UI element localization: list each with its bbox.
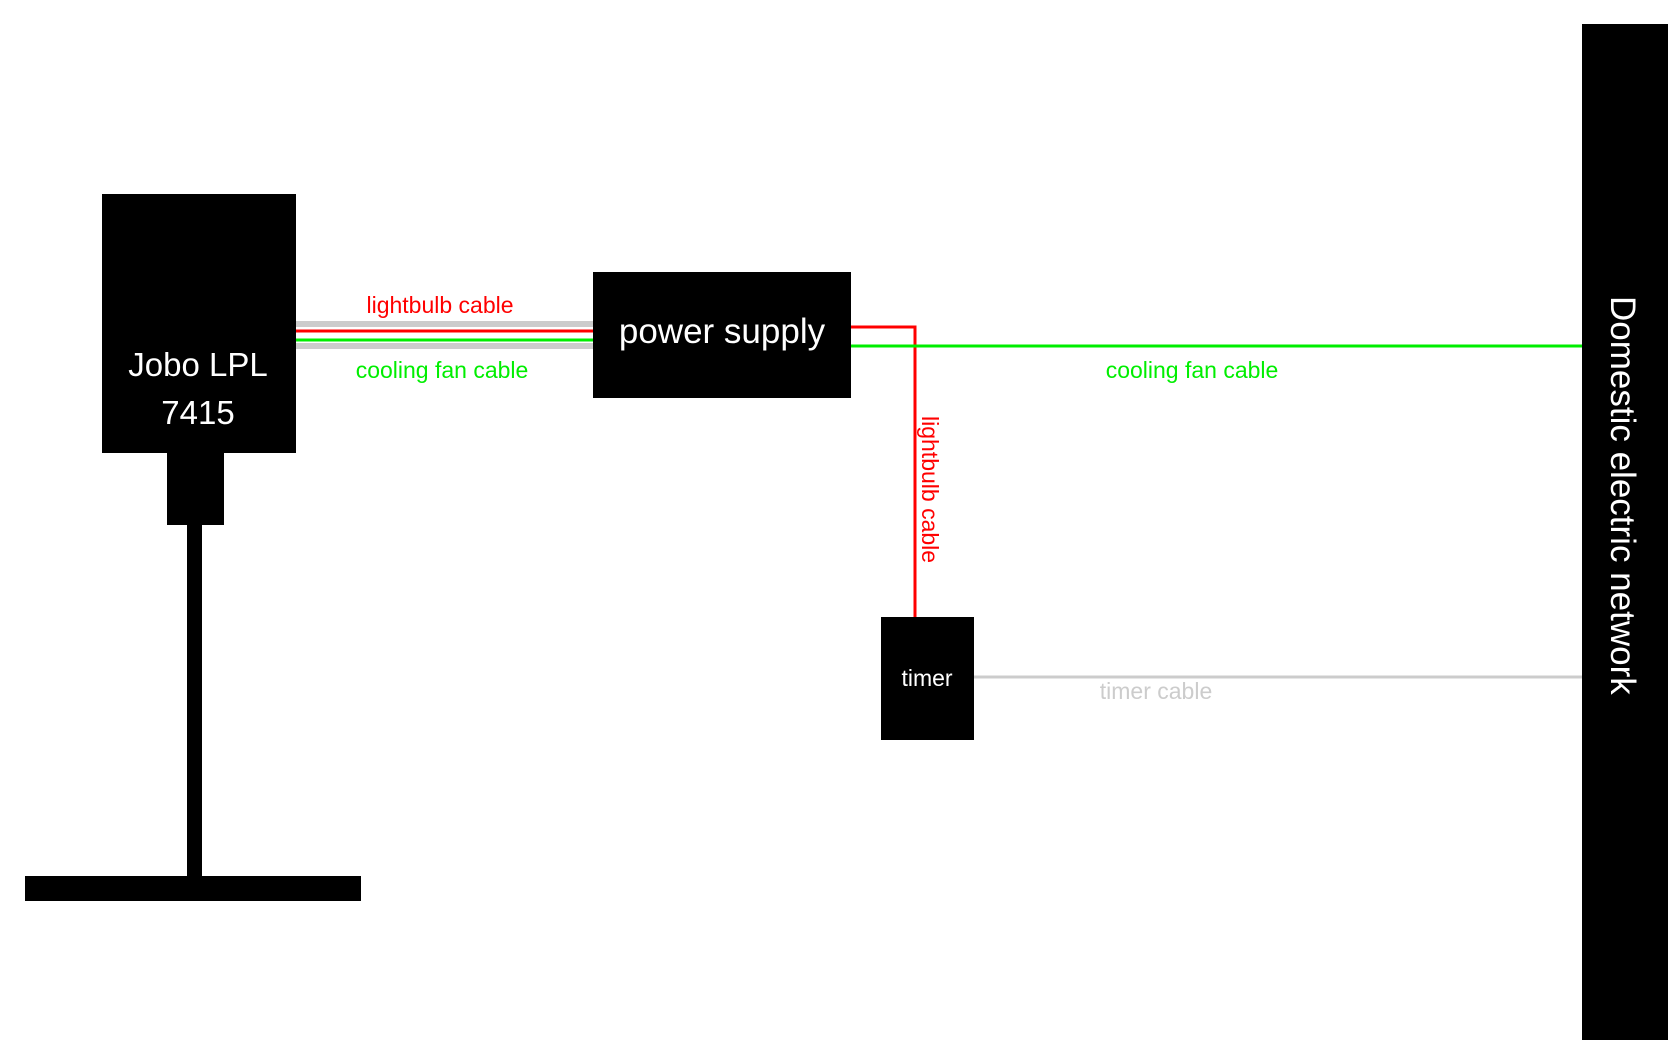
enlarger-stand	[25, 450, 361, 901]
domestic-network-label: Domestic electric network	[1603, 296, 1642, 695]
label-cooling-fan-cable-network: cooling fan cable	[1106, 357, 1279, 383]
enlarger-column	[187, 520, 202, 878]
enlarger-head	[102, 194, 296, 453]
enlarger-label-line2: 7415	[161, 394, 234, 431]
enlarger-label-line1: Jobo LPL	[128, 346, 267, 383]
timer-block: timer	[881, 617, 974, 740]
label-cooling-fan-cable-enlarger: cooling fan cable	[356, 357, 529, 383]
label-timer-cable: timer cable	[1100, 678, 1212, 704]
timer-label: timer	[901, 665, 952, 691]
lightbulb-cable-psu-timer	[851, 325, 917, 617]
power-supply-label: power supply	[619, 312, 826, 351]
label-lightbulb-cable-timer: lightbulb cable	[917, 416, 943, 563]
label-lightbulb-cable-enlarger: lightbulb cable	[366, 292, 513, 318]
domestic-network	[1582, 24, 1668, 1040]
power-supply-block: power supply	[593, 272, 851, 398]
power-supply	[593, 272, 851, 398]
enlarger-head-block: Jobo LPL 7415	[102, 194, 296, 453]
cable-bundle-enlarger-psu	[296, 321, 593, 349]
enlarger-base	[25, 876, 361, 901]
timer	[881, 617, 974, 740]
domestic-network-block: Domestic electric network	[1582, 24, 1668, 1040]
enlarger-neck	[167, 450, 224, 525]
